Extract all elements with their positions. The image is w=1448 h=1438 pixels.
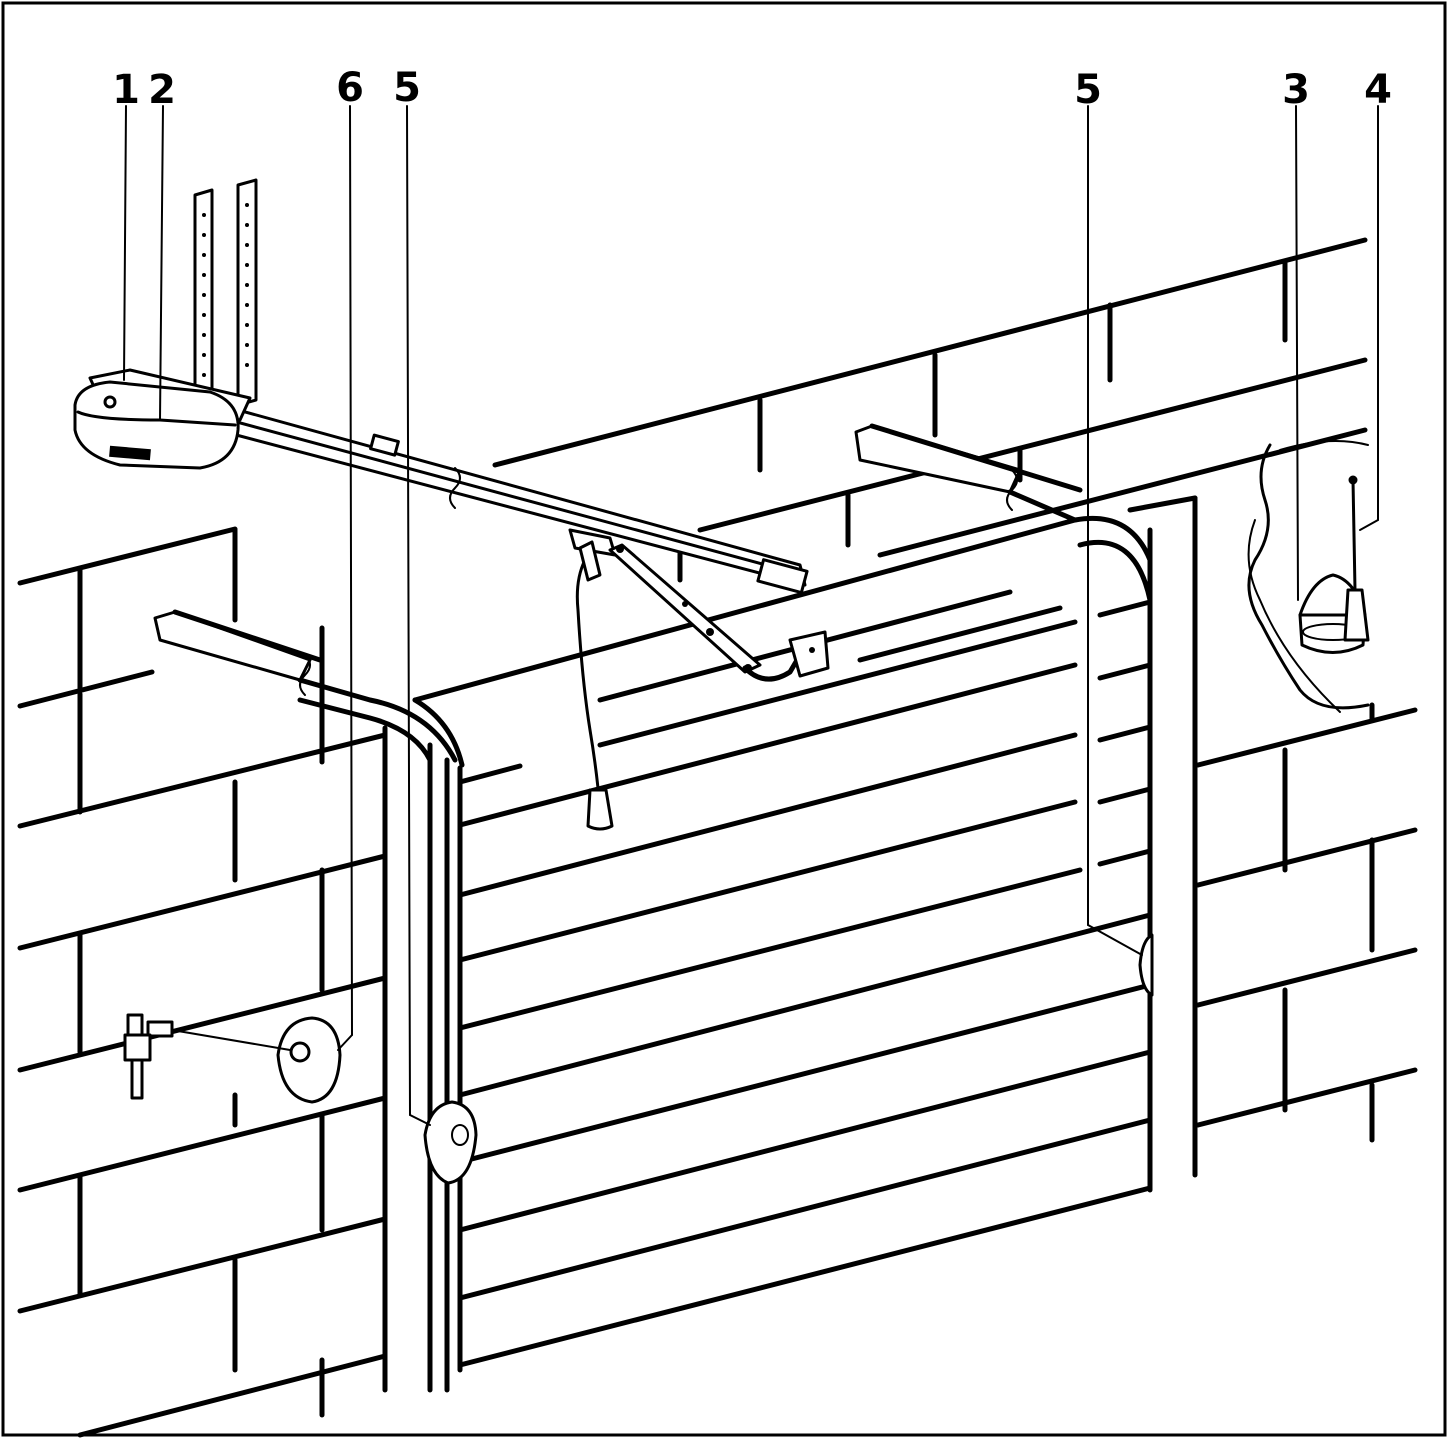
right-track xyxy=(854,423,1083,523)
left-track xyxy=(153,609,323,696)
photocell-icon xyxy=(423,1100,478,1185)
drive-rail-icon xyxy=(218,403,809,595)
callout-3: 3 xyxy=(1282,67,1310,113)
callout-5-left: 5 xyxy=(393,65,421,111)
callout-5-right: 5 xyxy=(1074,67,1102,113)
callout-2: 2 xyxy=(148,67,176,113)
antenna-icon xyxy=(1343,475,1370,642)
callout-leaders xyxy=(123,105,1379,1126)
brick-wall-icon xyxy=(17,237,1418,1438)
callout-4: 4 xyxy=(1364,67,1392,113)
callout-1: 1 xyxy=(112,67,140,113)
ceiling-bracket-icon xyxy=(193,178,258,407)
key-switch-icon xyxy=(276,1016,342,1104)
keys-icon xyxy=(123,1013,291,1100)
garage-door-opener-icon xyxy=(73,368,252,470)
callout-6: 6 xyxy=(336,65,364,111)
sectional-door-icon xyxy=(297,495,1198,1393)
photocell-icon xyxy=(1138,933,1154,997)
emergency-release-cord-icon xyxy=(575,540,614,831)
